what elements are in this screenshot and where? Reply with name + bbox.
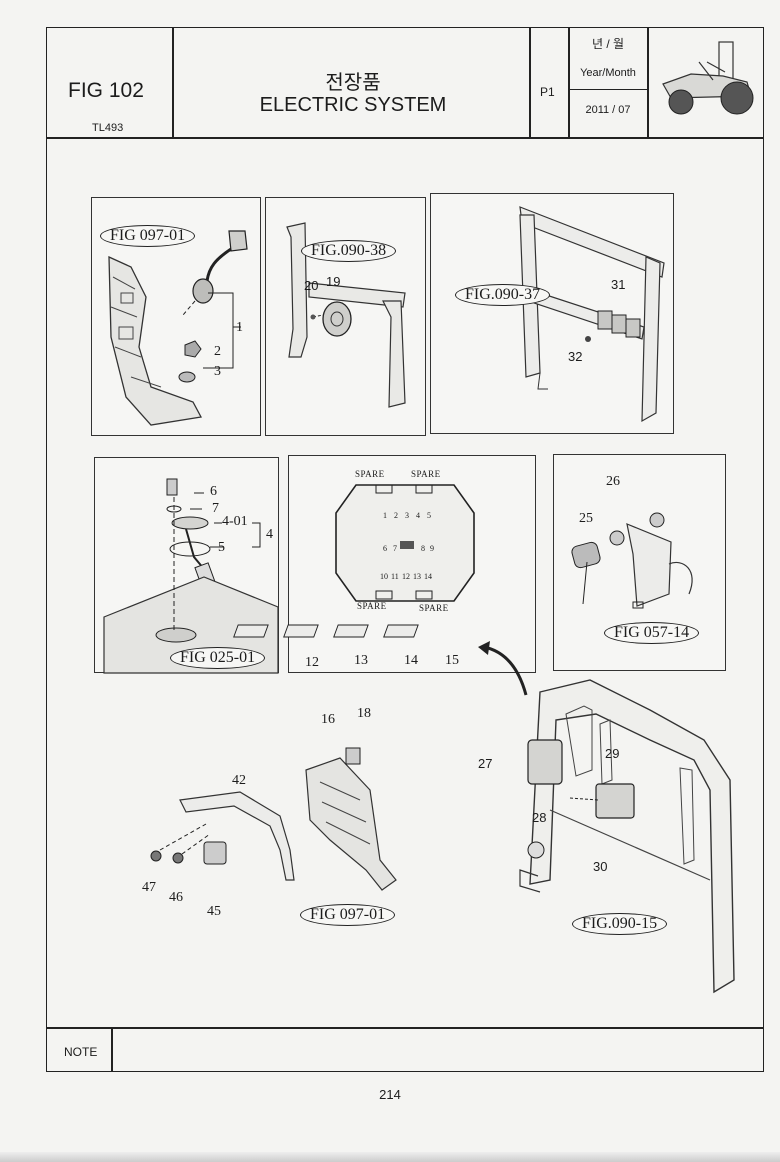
fuse-slot-number: 8	[421, 544, 425, 553]
part-number: 15	[445, 653, 459, 668]
part-number: 45	[207, 904, 221, 919]
tractor-thumbnail	[662, 41, 754, 115]
fuel-sender-drawing	[103, 478, 279, 674]
part-number: 18	[357, 706, 371, 721]
fig-ref-090-38[interactable]: FIG.090-38	[301, 240, 397, 262]
fuse-slot-number: 4	[416, 511, 420, 520]
part-number: 29	[605, 746, 620, 761]
part-number: 26	[606, 474, 620, 489]
part-number: 6	[210, 484, 217, 499]
part-number: 27	[478, 756, 493, 771]
fuse-slot-number: 13	[413, 572, 421, 581]
part-number: 16	[321, 712, 335, 727]
header-col-divider	[172, 27, 174, 137]
part-number: 30	[593, 859, 608, 874]
note-divider	[46, 1027, 764, 1029]
fuse-slot-number: 12	[402, 572, 410, 581]
bracket-drawing	[150, 747, 397, 891]
spare-label: SPARE	[357, 601, 387, 611]
header-col-divider	[647, 27, 649, 137]
part-number: 14	[404, 653, 418, 668]
cab-frame-drawing	[519, 679, 735, 994]
year-month-value: 2011 / 07	[585, 104, 631, 116]
part-number: 46	[169, 890, 183, 905]
model-code: TL493	[92, 122, 124, 134]
part-number: 1	[236, 320, 243, 335]
part-number: 2	[214, 344, 221, 359]
fuse-box-drawing	[233, 484, 528, 696]
year-month-korean: 년 / 월	[591, 37, 625, 51]
fig-ref-025-01[interactable]: FIG 025-01	[170, 647, 266, 669]
fig-ref-090-37[interactable]: FIG.090-37	[455, 284, 551, 306]
title-korean: 전장품	[325, 72, 381, 94]
part-number: 47	[142, 880, 156, 895]
part-number: 31	[611, 277, 626, 292]
fig-ref-090-15[interactable]: FIG.090-15	[572, 913, 668, 935]
part-number: 19	[326, 274, 341, 289]
part-number: 3	[214, 364, 221, 379]
fuse-slot-number: 9	[430, 544, 434, 553]
scan-edge	[0, 1152, 780, 1162]
part-number: 4-01	[222, 514, 248, 529]
spare-label: SPARE	[419, 603, 449, 613]
header-cell-divider	[568, 89, 648, 91]
part-number: 12	[305, 655, 319, 670]
page-frame	[46, 27, 764, 1072]
page-number: 214	[379, 1087, 401, 1102]
panel-relay-frame	[430, 193, 674, 434]
note-col-divider	[111, 1027, 113, 1072]
switch-drawing	[108, 230, 248, 426]
horn-drawing	[286, 222, 406, 408]
fig-number: FIG 102	[68, 79, 144, 102]
spare-label: SPARE	[355, 469, 385, 479]
part-number: 7	[212, 501, 219, 516]
part-number: 5	[218, 540, 225, 555]
fuse-slot-number: 6	[383, 544, 387, 553]
fuse-slot-number: 5	[427, 511, 431, 520]
note-label: NOTE	[64, 1045, 98, 1059]
fig-ref-057-14[interactable]: FIG 057-14	[604, 622, 700, 644]
header-col-divider	[529, 27, 531, 137]
spare-label: SPARE	[411, 469, 441, 479]
fig-ref-097-01-bottom[interactable]: FIG 097-01	[300, 904, 396, 926]
fuse-slot-number: 11	[391, 572, 399, 581]
page-code: P1	[540, 85, 555, 99]
fuse-slot-number: 2	[394, 511, 398, 520]
header-divider	[46, 137, 764, 139]
part-number: 4	[266, 527, 273, 542]
fuse-slot-number: 10	[380, 572, 388, 581]
fuse-slot-number: 1	[383, 511, 387, 520]
fig-ref-097-01-top[interactable]: FIG 097-01	[100, 225, 196, 247]
fuse-slot-number: 7	[393, 544, 397, 553]
header-col-divider	[568, 27, 570, 137]
relay-frame-drawing	[519, 206, 665, 423]
part-number: 32	[568, 349, 583, 364]
part-number: 25	[579, 511, 593, 526]
fuse-slot-number: 3	[405, 511, 409, 520]
fuse-slot-number: 14	[424, 572, 432, 581]
part-number: 28	[532, 810, 547, 825]
part-number: 42	[232, 773, 246, 788]
title-english: ELECTRIC SYSTEM	[259, 94, 447, 116]
part-number: 13	[354, 653, 368, 668]
key-switch-drawing	[571, 512, 693, 609]
year-month-label: Year/Month	[580, 67, 636, 79]
part-number: 20	[304, 278, 319, 293]
